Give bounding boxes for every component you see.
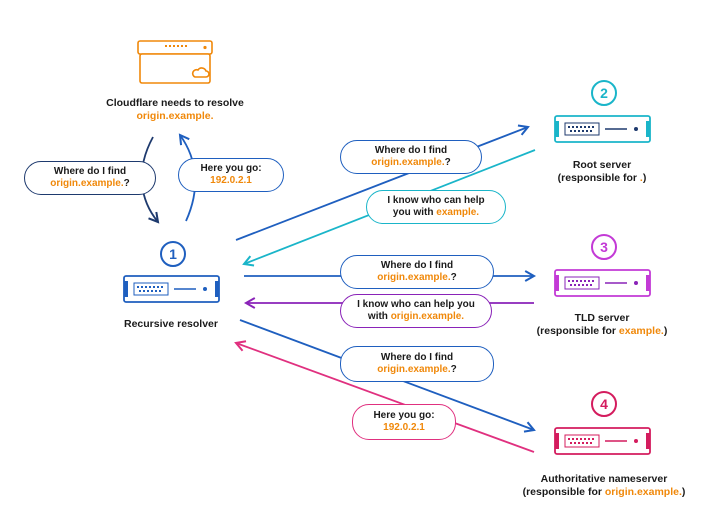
bubble-tld-query: Where do I find origin.example.? xyxy=(340,255,494,289)
resolver-step-number: 1 xyxy=(160,241,186,267)
arrow-auth-to-resolver xyxy=(234,340,535,453)
cloudflare-label-line1: Cloudflare needs to resolve xyxy=(106,97,244,109)
server-icon xyxy=(554,269,651,297)
bubble-auth-answer: Here you go: 192.0.2.1 xyxy=(352,404,456,440)
auth-step-number: 4 xyxy=(591,391,617,417)
arrow-resolver-to-root xyxy=(235,124,530,241)
root-label-title: Root server xyxy=(572,159,632,171)
cloudflare-label: Cloudflare needs to resolve origin.examp… xyxy=(88,97,262,123)
server-icon xyxy=(123,275,220,303)
tld-label: TLD server (responsible for example.) xyxy=(512,312,692,338)
bubble-root-query: Where do I find origin.example.? xyxy=(340,140,482,174)
bubble-cf-answer: Here you go: 192.0.2.1 xyxy=(178,158,284,192)
auth-label-sub: (responsible for origin.example.) xyxy=(522,486,686,498)
server-icon xyxy=(554,115,651,143)
server-icon xyxy=(554,427,651,455)
root-step-number: 2 xyxy=(591,80,617,106)
tld-step-number: 3 xyxy=(591,234,617,260)
root-label-sub: (responsible for .) xyxy=(557,172,647,184)
bubble-auth-query: Where do I find origin.example.? xyxy=(340,346,494,382)
root-label: Root server (responsible for .) xyxy=(532,159,672,185)
auth-label-title: Authoritative nameserver xyxy=(540,473,668,485)
bubble-tld-answer: I know who can help you with origin.exam… xyxy=(340,294,492,328)
tld-label-title: TLD server xyxy=(574,312,630,324)
tld-label-sub: (responsible for example.) xyxy=(536,325,668,337)
bubble-root-answer: I know who can help you with example. xyxy=(366,190,506,224)
cloud-server-icon xyxy=(137,40,213,84)
cloudflare-label-domain: origin.example. xyxy=(136,110,214,122)
auth-label: Authoritative nameserver (responsible fo… xyxy=(497,473,711,499)
bubble-cf-query: Where do I find origin.example.? xyxy=(24,161,156,195)
resolver-label: Recursive resolver xyxy=(124,318,218,330)
